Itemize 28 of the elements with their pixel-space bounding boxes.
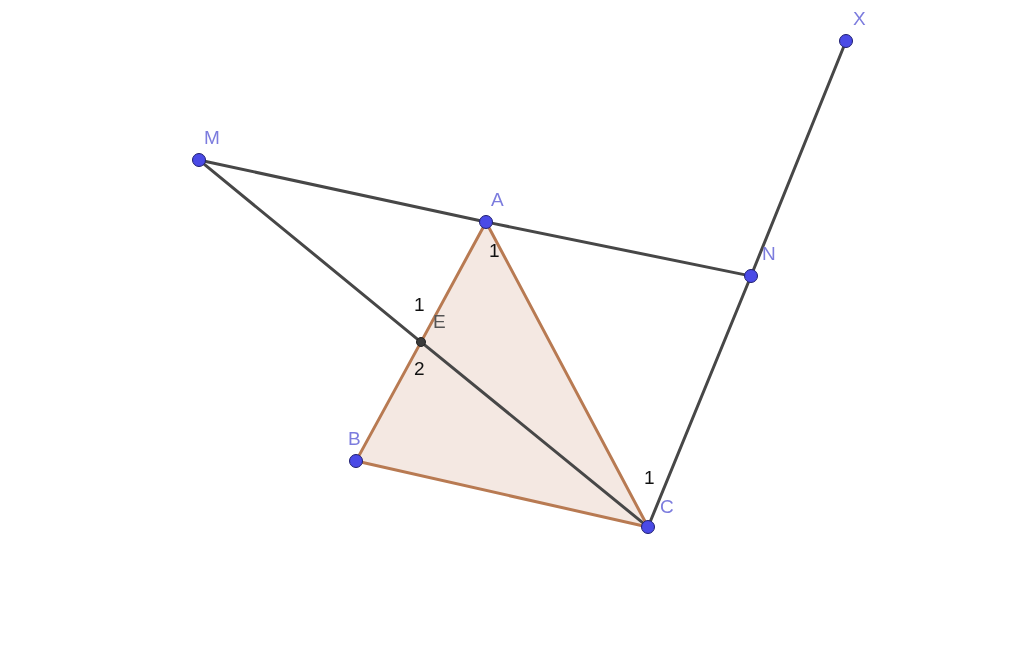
line-segment <box>361 461 643 527</box>
point <box>641 520 655 534</box>
line-segment <box>421 226 485 340</box>
point-name: B <box>348 429 361 449</box>
point-name: A <box>491 190 504 210</box>
point <box>839 34 853 48</box>
line-segment <box>423 343 645 525</box>
line-segment <box>202 162 419 341</box>
point-name: N <box>762 244 776 264</box>
angle-number: 1 <box>489 241 500 261</box>
point-name: M <box>204 128 220 148</box>
point <box>192 153 206 167</box>
line-segment <box>204 160 481 222</box>
line-segment <box>357 344 421 457</box>
point <box>744 269 758 283</box>
point-name: E <box>433 312 446 332</box>
point-name: X <box>853 9 866 29</box>
angle-number: 1 <box>644 468 655 488</box>
point-name: C <box>660 497 674 517</box>
line-segment <box>752 46 845 271</box>
point <box>479 215 493 229</box>
angle-number: 2 <box>414 359 425 379</box>
line-segment <box>649 281 750 522</box>
point <box>349 454 363 468</box>
line-segment <box>491 221 746 277</box>
point <box>416 337 426 347</box>
angle-number: 1 <box>414 295 425 315</box>
line-segment <box>487 226 647 523</box>
